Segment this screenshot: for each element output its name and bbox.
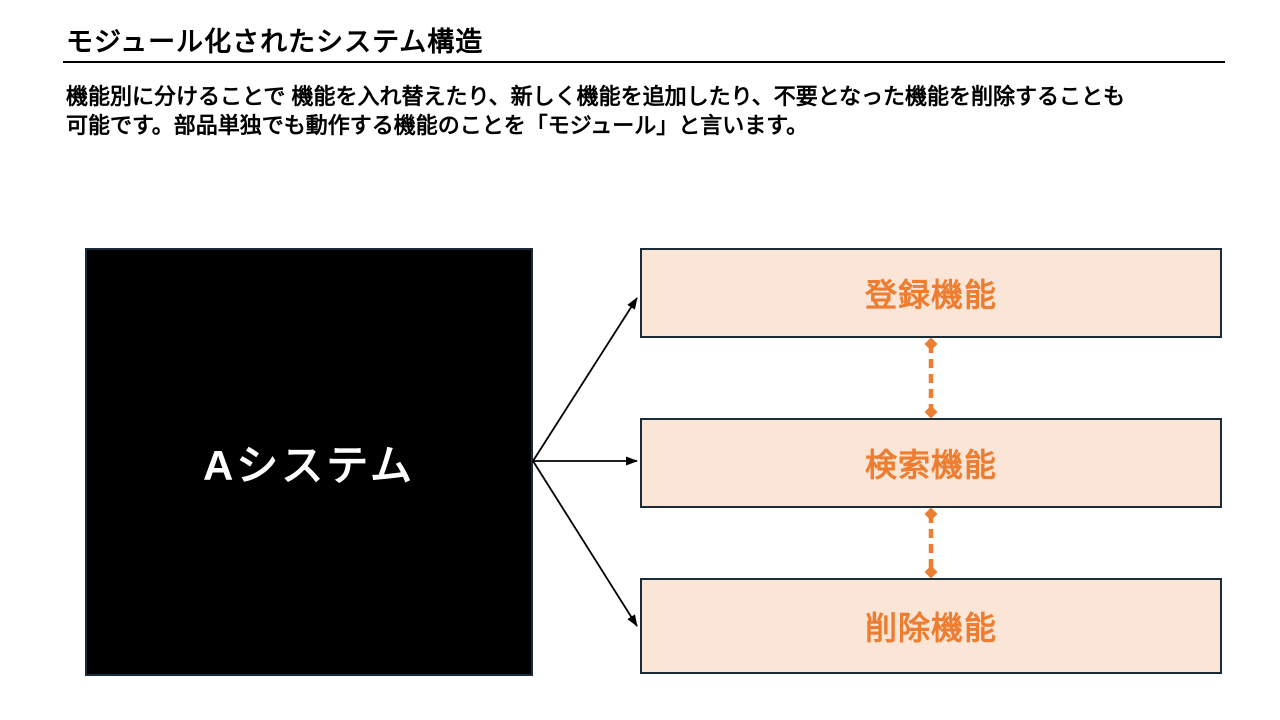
module-box-delete: 削除機能 [640, 578, 1222, 674]
description-line: 機能別に分けることで 機能を入れ替えたり、新しく機能を追加したり、不要となった機… [66, 84, 1126, 109]
module-box-search: 検索機能 [640, 418, 1222, 508]
arrow-to-delete [532, 460, 638, 627]
description-line: 可能です。部品単独でも動作する機能のことを「モジュール」と言います。 [66, 113, 809, 138]
system-box: Aシステム [85, 248, 533, 676]
system-box-label: Aシステム [202, 441, 416, 489]
arrow-to-registration [532, 297, 638, 462]
slide-title: モジュール化されたシステム構造 [66, 27, 484, 57]
module-box-registration: 登録機能 [640, 248, 1222, 338]
module-label: 削除機能 [864, 610, 997, 646]
module-label: 検索機能 [864, 447, 997, 483]
module-label: 登録機能 [864, 277, 997, 313]
description-text: 機能別に分けることで 機能を入れ替えたり、新しく機能を追加したり、不要となった機… [66, 82, 1125, 140]
title-underline [63, 61, 1225, 63]
